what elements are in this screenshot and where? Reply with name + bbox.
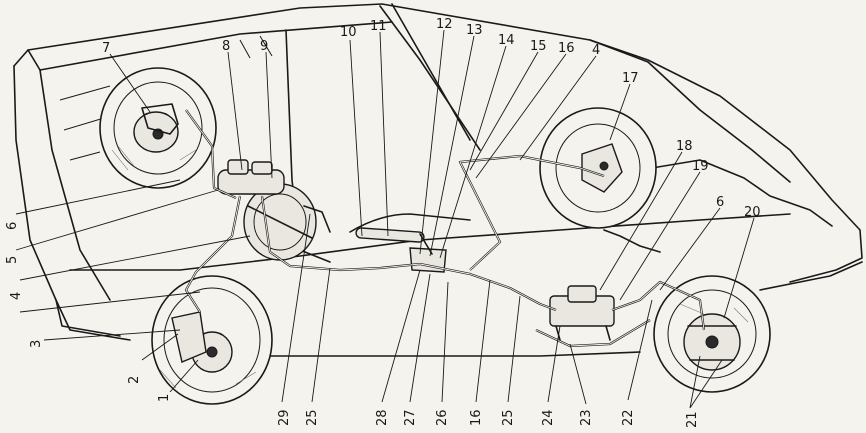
callout-19: 19	[692, 159, 709, 174]
callout-3: 3	[29, 340, 44, 348]
callout-14: 14	[498, 33, 515, 48]
rear-right-wheel	[653, 275, 771, 393]
callout-4-left: 4	[9, 292, 24, 300]
callout-15: 15	[530, 39, 547, 54]
callout-29: 29	[277, 409, 292, 426]
callout-13: 13	[466, 23, 483, 38]
callout-21: 21	[685, 411, 700, 428]
master-cylinder	[217, 159, 285, 195]
callout-26: 26	[435, 409, 450, 426]
callout-22: 22	[621, 409, 636, 426]
callout-12: 12	[436, 17, 453, 32]
callout-2: 2	[127, 376, 142, 384]
callout-5: 5	[5, 256, 20, 264]
callout-16-top: 16	[558, 41, 575, 56]
callout-6-left: 6	[5, 222, 20, 230]
callout-11: 11	[370, 19, 387, 34]
brake-lines	[184, 109, 706, 348]
front-left-wheel	[99, 67, 217, 189]
callout-17: 17	[622, 71, 639, 86]
front-right-wheel	[151, 275, 273, 405]
callout-25-left: 25	[305, 409, 320, 426]
callout-20: 20	[744, 205, 761, 220]
callout-8: 8	[222, 39, 230, 54]
callout-6-right: 6	[716, 195, 724, 210]
callout-24: 24	[541, 409, 556, 426]
handbrake-lever	[355, 227, 447, 273]
callout-4-top: 4	[592, 43, 600, 58]
callout-28: 28	[375, 409, 390, 426]
callout-25-right: 25	[501, 409, 516, 426]
callout-9: 9	[260, 39, 268, 54]
rear-left-wheel	[539, 107, 657, 229]
callout-labels: 7 8 9 10 11 12 13 14 15 16 4 17 18 19 6 …	[5, 17, 761, 428]
callout-18: 18	[676, 139, 693, 154]
leader-lines	[15, 29, 755, 409]
callout-16-bottom: 16	[469, 409, 484, 426]
callout-23: 23	[579, 409, 594, 426]
callout-7: 7	[102, 41, 110, 56]
callout-1: 1	[157, 394, 172, 402]
pressure-regulator	[549, 285, 615, 341]
callout-27: 27	[403, 409, 418, 426]
callout-10: 10	[340, 25, 357, 40]
